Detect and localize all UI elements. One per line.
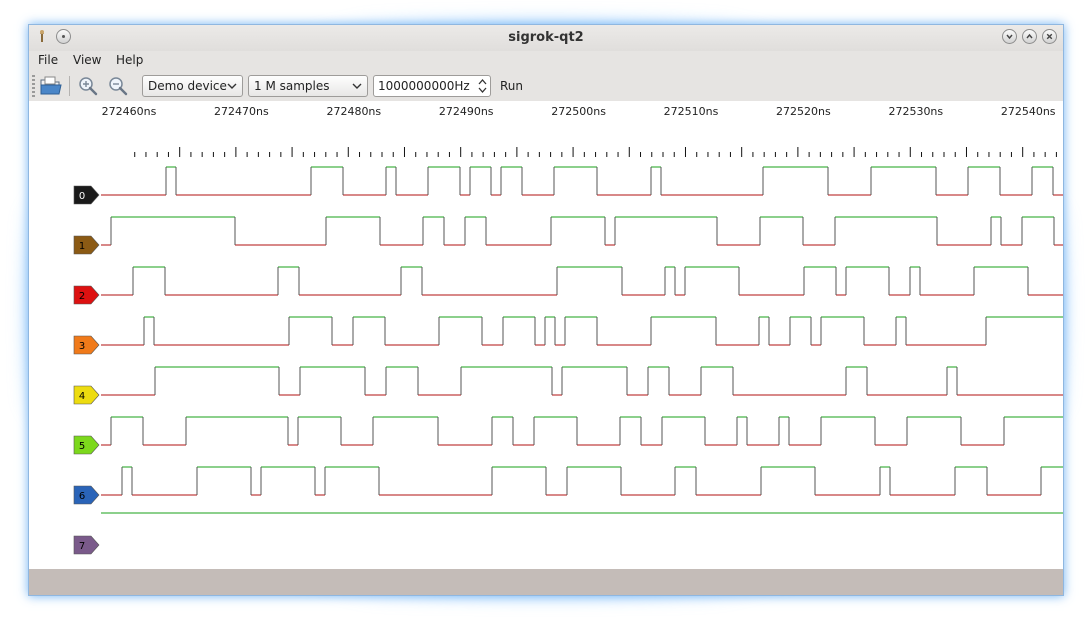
close-icon[interactable] [1042,29,1057,44]
channel-badge-0 [74,186,99,204]
samples-select[interactable]: 1 M samples [248,75,368,97]
toolbar: Demo device 1 M samples 1000000000Hz Run [29,71,1063,101]
channel-badge-7 [74,536,99,554]
zoom-out-icon[interactable] [105,74,131,98]
channel-label: 0 [79,191,85,202]
trace-view[interactable]: 272460ns272470ns272480ns272490ns272500ns… [29,101,1063,569]
spin-arrows-icon[interactable] [478,78,487,94]
channel-label: 5 [79,441,85,452]
open-file-icon[interactable] [37,74,63,98]
run-button[interactable]: Run [500,79,523,93]
toolbar-separator [69,76,70,96]
chevron-down-icon [352,82,362,90]
channel-label: 7 [79,541,85,552]
samplerate-value: 1000000000Hz [378,79,470,93]
channel-badge-6 [74,486,99,504]
menu-file[interactable]: File [38,53,58,67]
samplerate-spinbox[interactable]: 1000000000Hz [373,75,491,97]
channel-badge-3 [74,336,99,354]
channel-label: 4 [79,391,85,402]
chevron-down-icon [227,82,237,90]
channel-badge-4 [74,386,99,404]
channel-badge-2 [74,286,99,304]
menu-bar: File View Help [29,51,1063,71]
maximize-icon[interactable] [1022,29,1037,44]
channel-label: 3 [79,341,85,352]
menu-view[interactable]: View [73,53,101,67]
title-bar[interactable]: sigrok-qt2 [29,25,1063,51]
device-select-value: Demo device [148,79,227,93]
device-select[interactable]: Demo device [142,75,243,97]
samples-select-value: 1 M samples [254,79,330,93]
menu-help[interactable]: Help [116,53,143,67]
channel-label: 2 [79,291,85,302]
minimize-icon[interactable] [1002,29,1017,44]
channel-label: 1 [79,241,85,252]
channel-badge-1 [74,236,99,254]
channel-label: 6 [79,491,85,502]
zoom-in-icon[interactable] [75,74,101,98]
toolbar-grip[interactable] [32,75,35,97]
waveform-canvas: 0 1 2 3 4 5 6 7 [29,101,1063,569]
channel-badge-5 [74,436,99,454]
status-bar [29,569,1063,595]
app-window: sigrok-qt2 File View Help [28,24,1064,596]
window-title: sigrok-qt2 [29,30,1063,45]
